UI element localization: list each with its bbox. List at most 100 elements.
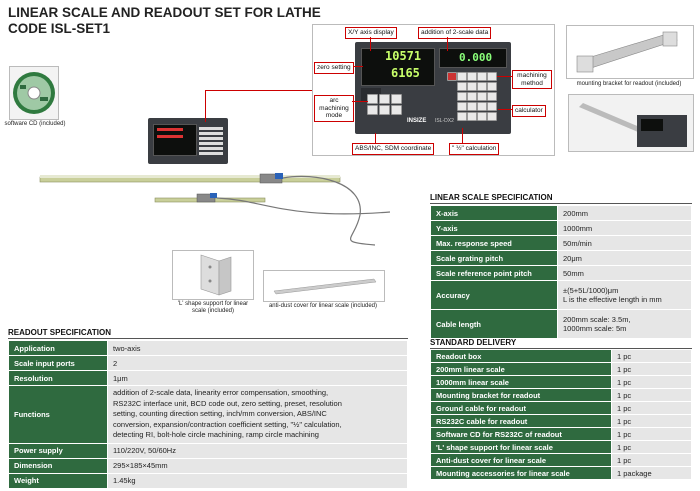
bracket-caption: mounting bracket for readout (included)	[576, 81, 682, 87]
spec-key: Accuracy	[430, 280, 558, 310]
spec-value: 2	[107, 355, 408, 371]
pointer-line	[205, 90, 312, 91]
spec-key: Mounting bracket for readout	[430, 388, 612, 402]
readout-device: 10571 6165 0.000 INSIZE ISL-DX2	[355, 42, 511, 134]
spec-key: Mounting accessories for linear scale	[430, 466, 612, 480]
callout-abs-inc: ABS/INC, SDM coordinate	[352, 143, 435, 155]
brand-logo: INSIZE	[407, 118, 427, 124]
spec-value: 1 pc	[611, 375, 692, 389]
spec-value: 200mm	[557, 205, 692, 221]
title-line-2: CODE ISL-SET1	[8, 21, 111, 36]
spec-value: 1 pc	[611, 388, 692, 402]
spec-key: Scale grating pitch	[430, 250, 558, 266]
bracket-image-box	[566, 25, 694, 79]
spec-key: RS232C cable for readout	[430, 414, 612, 428]
spec-key: Anti-dust cover for linear scale	[430, 453, 612, 467]
spec-key: 1000mm linear scale	[430, 375, 612, 389]
spec-value: 1 pc	[611, 414, 692, 428]
spec-key: 200mm linear scale	[430, 362, 612, 376]
spec-value: 1 pc	[611, 362, 692, 376]
spec-key: Functions	[8, 385, 108, 444]
callout-machining: machining method	[512, 70, 552, 89]
callout-arc-mode: arc machining mode	[314, 95, 354, 122]
title-line-1: LINEAR SCALE AND READOUT SET FOR LATHE	[8, 5, 321, 20]
spec-key: Scale input ports	[8, 355, 108, 371]
software-cd-caption: software CD (included)	[4, 121, 66, 127]
linear-scales-image	[39, 173, 391, 246]
software-cd-image	[9, 66, 59, 120]
spec-key: Max. response speed	[430, 235, 558, 251]
spec-value: 200mm scale: 3.5m,1000mm scale: 5m	[557, 309, 692, 339]
spec-key: Software CD for RS232C of readout	[430, 427, 612, 441]
spec-key: Readout box	[430, 349, 612, 363]
spec-value: 1 pc	[611, 440, 692, 454]
spec-value: addition of 2-scale data, linearity erro…	[107, 385, 408, 444]
spec-key: 'L' shape support for linear scale	[430, 440, 612, 454]
spec-value: 1 pc	[611, 349, 692, 363]
y-axis-value: 6165	[391, 66, 420, 80]
spec-value: 295×185×45mm	[107, 457, 408, 474]
spec-value: 1 pc	[611, 453, 692, 467]
readout-spec-heading: READOUT SPECIFICATION	[8, 328, 111, 337]
spec-key: Resolution	[8, 370, 108, 386]
spec-key: Y-axis	[430, 220, 558, 236]
spec-value: 1000mm	[557, 220, 692, 236]
callout-zero-setting: zero setting	[314, 62, 354, 74]
anti-dust-cover-image	[263, 270, 385, 302]
z-display	[439, 48, 507, 68]
spec-key: Application	[8, 340, 108, 356]
spec-key: X-axis	[430, 205, 558, 221]
table-row: Functions addition of 2-scale data, line…	[8, 385, 408, 444]
spec-key: Weight	[8, 472, 108, 489]
bracket-icon	[576, 31, 678, 73]
spec-key: Ground cable for readout	[430, 401, 612, 415]
x-axis-value: 10571	[385, 49, 422, 63]
page-title: LINEAR SCALE AND READOUT SET FOR LATHE C…	[8, 5, 321, 37]
spec-value: 1.45kg	[107, 472, 408, 489]
spec-value: 20μm	[557, 250, 692, 266]
spec-value: 1μm	[107, 370, 408, 386]
spec-key: Dimension	[8, 457, 108, 474]
model-label: ISL-DX2	[435, 118, 454, 124]
small-readout-image	[148, 118, 228, 164]
spec-value: 50m/min	[557, 235, 692, 251]
spec-key: Scale reference point pitch	[430, 265, 558, 281]
spec-value: 110/220V, 50/60Hz	[107, 442, 408, 459]
z-axis-value: 0.000	[459, 51, 493, 64]
spec-value: 1 pc	[611, 427, 692, 441]
spec-value: 1 package	[611, 466, 692, 480]
linear-scale-spec-heading: LINEAR SCALE SPECIFICATION	[430, 193, 553, 202]
callout-half-calc: " ½" calculation	[449, 143, 500, 155]
standard-delivery-heading: STANDARD DELIVERY	[430, 338, 517, 347]
bracket-mounted-image	[568, 94, 694, 152]
spec-key: Cable length	[430, 309, 558, 339]
callout-addition: addition of 2-scale data	[418, 27, 492, 39]
spec-key: Power supply	[8, 442, 108, 459]
xy-display	[361, 48, 435, 86]
